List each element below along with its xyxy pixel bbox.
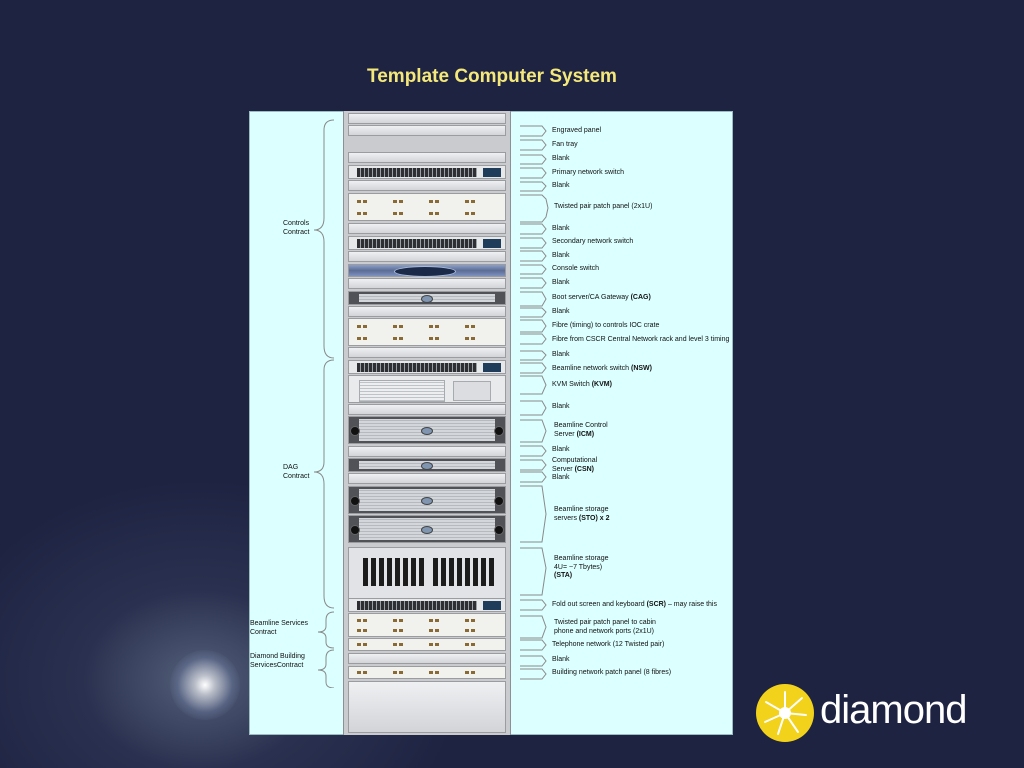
- rack-unit-csn-server: [348, 458, 506, 472]
- label-blank: Blank: [552, 351, 570, 358]
- rack-unit-blank: [348, 180, 506, 191]
- group-label-dag: DAG Contract: [283, 464, 310, 480]
- rack-unit-beamline-switch: [348, 360, 506, 374]
- rack-unit-telephone-panel: [348, 638, 506, 651]
- label-primary-switch: Primary network switch: [552, 169, 624, 176]
- label-blank: Blank: [552, 182, 570, 189]
- rack-unit-icm-server: [348, 416, 506, 444]
- rack-unit-building-patch-panel: [348, 666, 506, 679]
- label-blank: Blank: [552, 225, 570, 232]
- rack-unit-blank: [348, 653, 506, 664]
- rack-unit-blank: [348, 404, 506, 415]
- lens-flare: [170, 650, 240, 720]
- rack-unit-blank: [348, 152, 506, 163]
- label-blank: Blank: [552, 474, 570, 481]
- rack-unit-fibre-panel: [348, 318, 506, 346]
- rack-unit-blank: [348, 473, 506, 484]
- label-fold-out-screen: Fold out screen and keyboard (SCR) – may…: [552, 601, 717, 608]
- label-kvm: KVM Switch (KVM): [552, 381, 612, 388]
- group-label-beamline-services: Beamline Services Contract: [250, 620, 308, 636]
- label-telephone-network: Telephone network (12 Twisted pair): [552, 641, 665, 648]
- label-engraved-panel: Engraved panel: [552, 127, 602, 134]
- label-boot-server: Boot server/CA Gateway (CAG): [552, 294, 651, 301]
- rack-unit-primary-switch: [348, 165, 506, 179]
- rack: [343, 111, 511, 735]
- rack-unit-blank: [348, 306, 506, 317]
- rack-unit-blank: [348, 223, 506, 234]
- label-beamline-switch: Beamline network switch (NSW): [552, 365, 652, 372]
- rack-unit-storage-server-2: [348, 515, 506, 543]
- rack-unit-fold-out-screen: [348, 598, 506, 612]
- label-blank: Blank: [552, 656, 570, 663]
- page-title: Template Computer System: [367, 66, 617, 87]
- rack-unit-blank: [348, 446, 506, 457]
- rack-unit-storage-array: [348, 547, 506, 599]
- rack-unit-kvm: [348, 375, 506, 403]
- label-blank: Blank: [552, 308, 570, 315]
- label-blank: Blank: [552, 446, 570, 453]
- label-fibre-cscr: Fibre from CSCR Central Network rack and…: [552, 336, 730, 343]
- label-twisted-pair-panel: Twisted pair patch panel (2x1U): [554, 203, 653, 210]
- rack-unit-blank: [348, 278, 506, 289]
- label-blank: Blank: [552, 155, 570, 162]
- rack-unit-cabin-patch-panel: [348, 613, 506, 637]
- group-braces: [313, 119, 335, 688]
- label-blank: Blank: [552, 252, 570, 259]
- diamond-logo: diamond: [752, 680, 982, 750]
- rack-unit-fan-tray: [348, 125, 506, 136]
- label-fan-tray: Fan tray: [552, 141, 578, 148]
- rack-unit-blank: [348, 251, 506, 262]
- rack-unit-engraved-panel: [348, 113, 506, 124]
- rack-unit-base: [348, 681, 506, 733]
- rack-unit-patch-panel: [348, 193, 506, 221]
- group-label-controls: Controls Contract: [283, 220, 310, 236]
- label-blank: Blank: [552, 403, 570, 410]
- label-secondary-switch: Secondary network switch: [552, 238, 634, 245]
- rack-unit-blank: [348, 347, 506, 358]
- rack-unit-storage-server-1: [348, 486, 506, 514]
- sun-burst-icon: [756, 684, 814, 742]
- rack-unit-boot-server: [348, 291, 506, 305]
- rack-unit-secondary-switch: [348, 236, 506, 250]
- logo-text: diamond: [820, 688, 967, 732]
- label-console-switch: Console switch: [552, 265, 600, 272]
- label-building-patch-panel: Building network patch panel (8 fibres): [552, 669, 672, 676]
- callout-brackets: [520, 125, 549, 680]
- label-fibre-timing: Fibre (timing) to controls IOC crate: [552, 322, 660, 329]
- group-label-diamond-building: Diamond Building ServicesContract: [250, 653, 305, 669]
- rack-unit-console-switch: [348, 264, 506, 277]
- label-blank: Blank: [552, 279, 570, 286]
